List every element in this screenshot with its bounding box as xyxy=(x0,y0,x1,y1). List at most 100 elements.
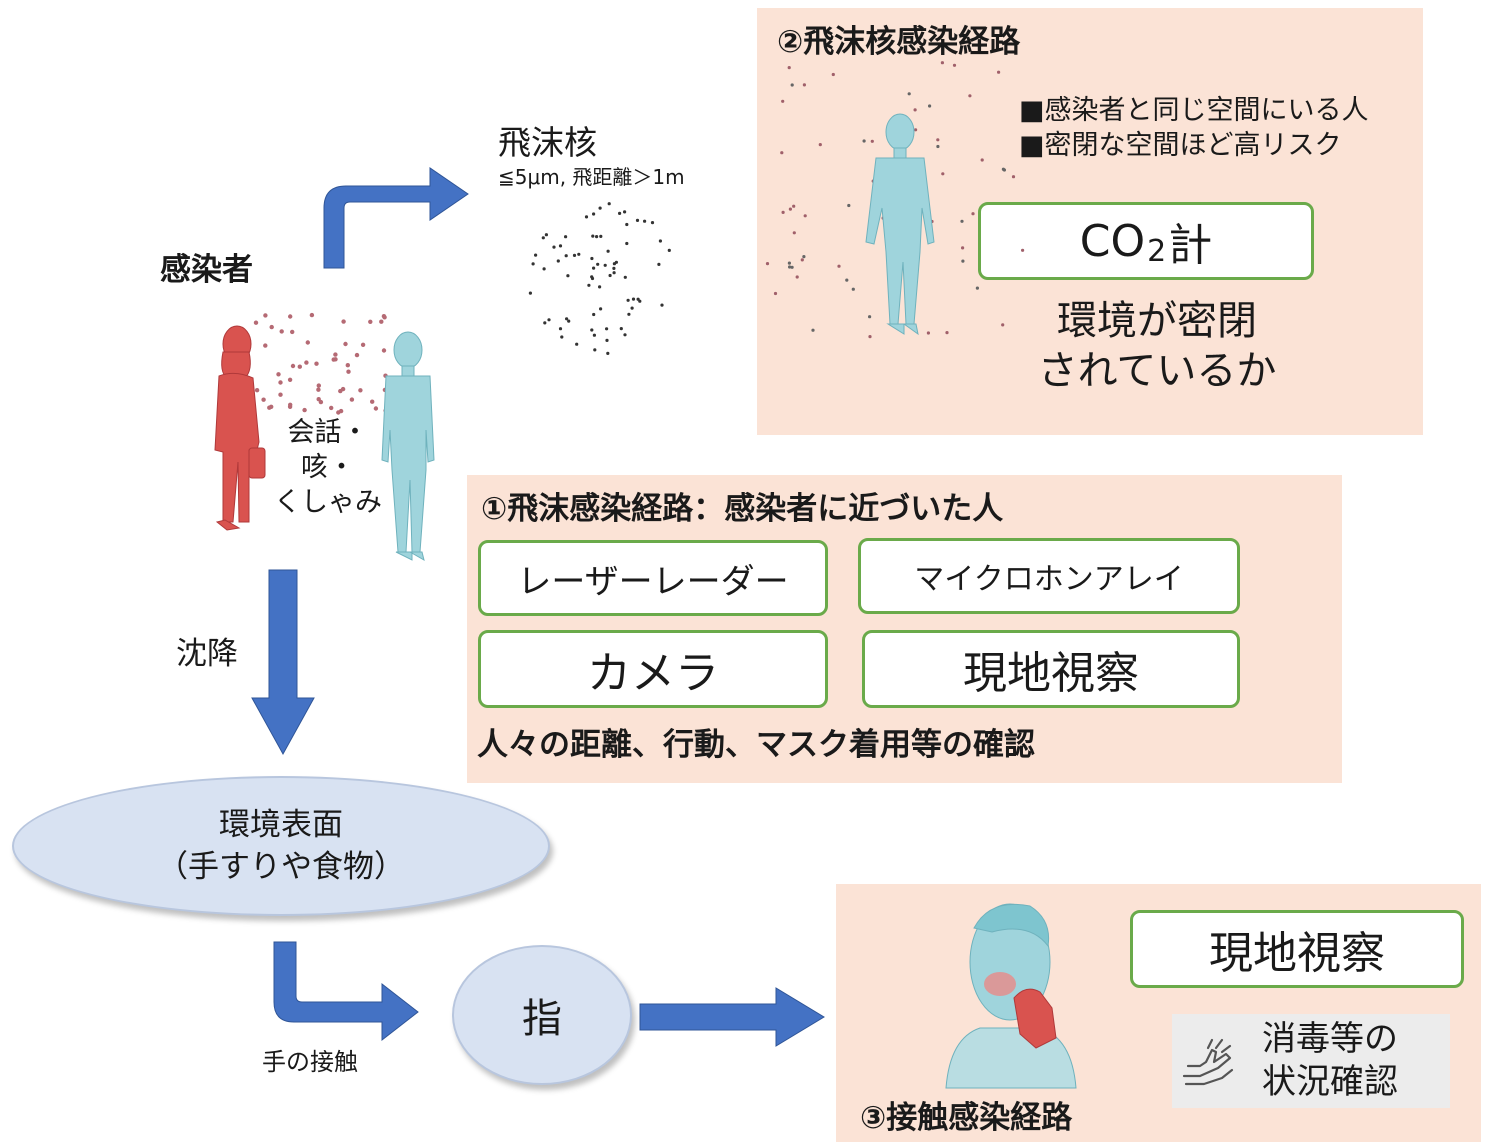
droplet-dot xyxy=(543,321,547,325)
droplet-nuclei-title: 飛沫核 xyxy=(498,123,597,162)
droplet-dot xyxy=(316,397,321,402)
finger-label: 指 xyxy=(522,996,562,1042)
droplet-dot xyxy=(590,328,594,332)
droplet-dot xyxy=(936,144,940,149)
droplet-dot xyxy=(587,283,591,287)
droplet-dot xyxy=(314,361,319,366)
droplet-dot xyxy=(626,298,630,302)
droplet-dot xyxy=(584,215,589,219)
droplet-dot xyxy=(1001,323,1005,327)
co2-suffix: 計 xyxy=(1168,220,1213,271)
droplet-dot xyxy=(341,319,346,324)
droplet-dot xyxy=(370,399,375,404)
contact-site-visit-box: 現地視察 xyxy=(1130,910,1464,988)
droplet-dot xyxy=(599,307,603,311)
droplet-dot xyxy=(566,274,570,278)
droplet-dot xyxy=(818,143,822,147)
droplet-dot xyxy=(349,397,355,402)
droplet-dot xyxy=(845,278,849,282)
finger-to-contact-arrow xyxy=(639,987,825,1047)
droplet-dot xyxy=(660,303,664,307)
droplet-dot xyxy=(269,324,274,330)
disinfection-check-line2: 状況確認 xyxy=(1262,1062,1398,1102)
droplet-dot xyxy=(547,318,551,322)
enclosure-question-line1: 環境が密閉 xyxy=(1057,298,1257,344)
droplet-dot xyxy=(575,342,579,346)
droplet-dot xyxy=(607,202,611,206)
droplet-dot xyxy=(625,241,629,246)
droplet-dot xyxy=(565,317,569,321)
droplet-dot xyxy=(945,331,949,335)
settle-label: 沈降 xyxy=(176,636,238,672)
droplet-dot xyxy=(781,210,785,214)
droplet-dot xyxy=(788,265,792,269)
droplet-dot xyxy=(297,364,302,369)
disinfection-check-text: 消毒等の 状況確認 xyxy=(1262,1018,1398,1104)
infected-person-label: 感染者 xyxy=(160,252,253,288)
hand-contact-arrow xyxy=(273,941,419,1042)
droplet-route-footer: 人々の距離、行動、マスク着用等の確認 xyxy=(477,727,1035,763)
droplet-dot xyxy=(279,329,284,334)
droplet-dot xyxy=(657,262,661,266)
droplet-dot xyxy=(552,245,556,249)
droplet-dot xyxy=(358,388,363,393)
enclosure-question-line2: されているか xyxy=(1037,348,1277,394)
droplet-dot xyxy=(997,70,1001,74)
airborne-bullet-1: ■感染者と同じ空間にいる人 xyxy=(1019,95,1369,126)
room-occupant-figure xyxy=(865,113,935,336)
laser-radar-box: レーザーレーダー xyxy=(478,540,828,616)
droplet-dot xyxy=(309,312,315,318)
droplet-dot xyxy=(790,83,794,87)
droplet-dot xyxy=(343,341,348,347)
droplet-dot xyxy=(276,372,281,377)
curved-arrow-up-right xyxy=(323,167,469,269)
droplet-dot xyxy=(592,266,596,270)
droplet-dot xyxy=(304,360,309,365)
droplet-dot xyxy=(598,285,602,289)
droplet-dot xyxy=(368,319,373,324)
droplet-dot xyxy=(593,348,597,352)
droplet-dot xyxy=(811,328,815,332)
droplet-dot xyxy=(592,212,596,216)
disinfection-check-card: 消毒等の 状況確認 xyxy=(1172,1014,1450,1108)
droplet-dot xyxy=(305,340,310,345)
disinfection-check-line1: 消毒等の xyxy=(1262,1019,1398,1059)
droplet-dot xyxy=(333,357,338,362)
droplet-dot xyxy=(868,315,872,319)
surface-line1: 環境表面 xyxy=(219,807,343,843)
droplet-dot xyxy=(907,92,911,96)
droplet-dot xyxy=(612,266,616,270)
droplet-dot xyxy=(952,63,957,67)
droplet-dot xyxy=(788,207,792,211)
surface-line2: （手すりや食物） xyxy=(157,849,405,885)
airborne-route-heading: ②飛沫核感染経路 xyxy=(777,24,1021,60)
co2-text: CO xyxy=(1079,215,1146,267)
droplet-dot xyxy=(564,254,568,258)
droplet-nuclei-spec: ≦5μm, 飛距離＞1m xyxy=(498,165,685,189)
droplet-dot xyxy=(928,104,932,108)
droplet-dot xyxy=(333,352,338,357)
droplet-dot xyxy=(625,222,629,227)
droplet-dot xyxy=(261,397,266,402)
settle-arrow-down xyxy=(251,569,315,756)
droplet-dot xyxy=(913,108,917,112)
droplet-dot xyxy=(635,218,640,222)
droplet-dot xyxy=(792,231,796,235)
hand-contact-label: 手の接触 xyxy=(262,1048,358,1076)
droplet-dot xyxy=(346,369,351,374)
contact-route-heading: ③接触感染経路 xyxy=(860,1100,1073,1136)
droplet-route-panel: ①飛沫感染経路：感染者に近づいた人 人々の距離、行動、マスク着用等の確認 xyxy=(467,475,1342,783)
droplet-dot xyxy=(1001,167,1005,171)
droplet-dot xyxy=(531,262,535,266)
droplet-dot xyxy=(360,342,366,347)
droplet-dot xyxy=(290,363,296,369)
droplet-dot xyxy=(316,383,321,388)
droplet-dot xyxy=(558,244,563,248)
droplet-dot xyxy=(345,363,350,368)
microphone-array-box: マイクロホンアレイ xyxy=(858,538,1240,614)
droplet-dot xyxy=(1021,248,1025,252)
droplet-dot xyxy=(802,83,806,87)
conversation-line2: 咳・ xyxy=(301,452,355,483)
conversation-cough-sneeze: 会話・ 咳・ くしゃみ xyxy=(268,415,388,520)
co2-subscript: 2 xyxy=(1147,233,1167,269)
